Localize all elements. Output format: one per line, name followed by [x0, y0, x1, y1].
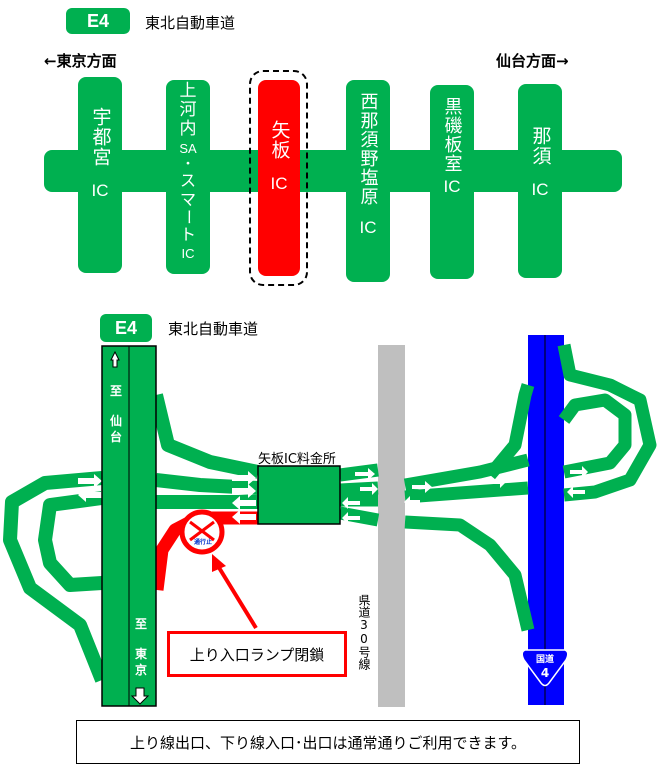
no-entry-sign-text: 通行止: [193, 539, 212, 546]
ic-name-char: ・: [181, 157, 195, 172]
ic-name-char: SA: [179, 141, 197, 156]
direction-sendai: 仙台方面→: [496, 52, 569, 70]
no-entry-sign-icon: [179, 509, 225, 555]
east-ramps: [338, 343, 657, 632]
arrow-up-icon: [110, 350, 120, 368]
to-sendai-label: 至 仙 台: [109, 384, 122, 444]
ic-name-char: 内: [179, 119, 197, 139]
highway-name-map: 東北自動車道: [168, 320, 259, 338]
national-route-shield-icon: [521, 649, 569, 687]
ic-name: 黒磯板室: [441, 97, 463, 173]
ic-suffix: IC: [91, 181, 109, 200]
ic-suffix: IC: [531, 180, 549, 199]
route-badge-e4-map: E4: [100, 314, 152, 342]
toll-connector-ramps: [149, 393, 260, 509]
national-route-sign-label: 国道 4: [535, 655, 554, 680]
ic-yaita-highlighted[interactable]: 矢板 IC: [258, 80, 300, 276]
ic-name: 那須: [529, 126, 552, 166]
prefectural-road-30: [378, 345, 405, 707]
ic-name-char: ト: [179, 225, 196, 244]
route-badge-e4-top: E4: [66, 8, 130, 34]
highlight-dashed-frame: [249, 70, 308, 286]
closure-callout: 上り入口ランプ閉鎖: [167, 631, 347, 677]
ic-name-char: ー: [178, 209, 198, 225]
ic-name-char: ス: [179, 171, 196, 190]
footer-notice: 上り線出口、下り線入口･出口は通常通りご利用できます。: [76, 720, 580, 764]
national-route-4: [528, 335, 564, 705]
ic-name: 矢板: [268, 120, 291, 160]
ic-nasu[interactable]: 那須 IC: [518, 84, 562, 278]
ic-name-char: 河: [179, 100, 197, 120]
ic-name: 宇都宮: [89, 107, 112, 167]
callout-arrow-icon: [212, 554, 258, 630]
ic-suffix: IC: [359, 218, 377, 237]
direction-tokyo: ←東京方面: [44, 52, 117, 70]
ic-name-char: 上: [179, 81, 197, 101]
arrow-down-icon: [130, 687, 150, 705]
toll-booth-label: 矢板IC料金所: [258, 452, 336, 467]
ic-nishinasuno-shiobara[interactable]: 西那須野塩原 IC: [346, 80, 390, 282]
prefectural-road-label: 県道30号線: [357, 594, 371, 670]
flow-arrows: [78, 466, 588, 524]
to-tokyo-label: 至 東 京: [134, 617, 147, 677]
highway-name-top: 東北自動車道: [145, 14, 236, 32]
left-loop-ramps: [3, 471, 109, 683]
ic-name-char: マ: [179, 190, 196, 209]
ic-name: 西那須野塩原: [357, 92, 379, 206]
ic-kuroiso-itamuro[interactable]: 黒磯板室 IC: [430, 85, 474, 279]
ic-suffix: IC: [181, 246, 195, 261]
ic-kamikawachi[interactable]: 上 河 内 SA ・ ス マ ー ト IC: [166, 80, 210, 274]
ic-utsunomiya[interactable]: 宇都宮 IC: [78, 77, 122, 273]
ic-suffix: IC: [270, 174, 288, 193]
ic-suffix: IC: [443, 177, 461, 196]
toll-booth: [257, 465, 341, 525]
